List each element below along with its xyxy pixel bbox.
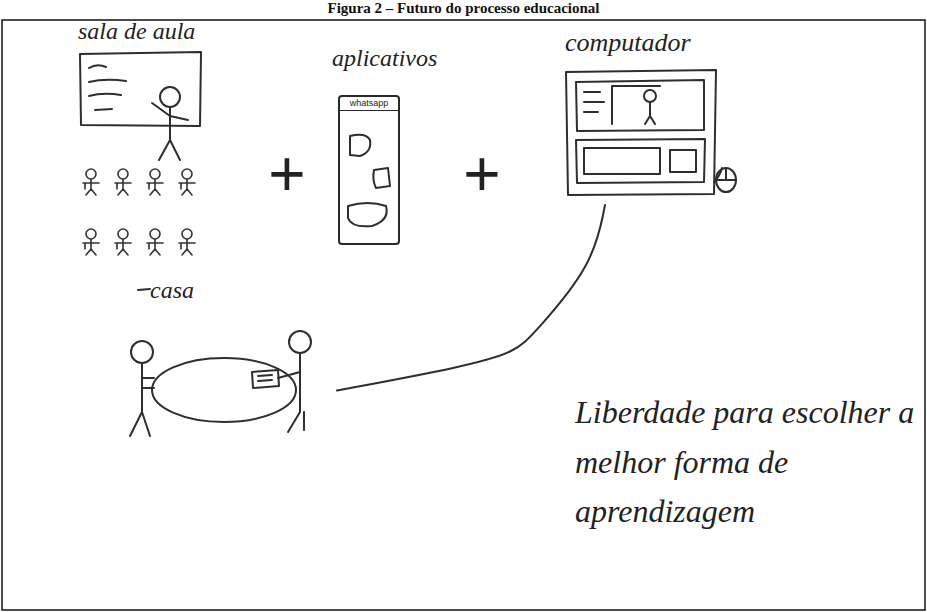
app-blob: [350, 135, 370, 156]
teacher-figure: [152, 87, 188, 160]
screen-text: [584, 86, 660, 124]
classroom-sketch: sala de aula: [70, 18, 220, 266]
person-left: [130, 341, 154, 436]
mouse-buttons: [716, 168, 736, 180]
board-scribbles: [89, 65, 126, 110]
sketch-heading: aplicativos: [332, 45, 437, 73]
screen-window: [576, 80, 704, 131]
app-name: whatsapp: [340, 97, 398, 111]
figure-title: Figura 2 – Futuro do processo educaciona…: [0, 0, 927, 17]
conclusion-note: Liberdade para escolher a melhor forma d…: [575, 388, 915, 537]
mouse: [716, 168, 736, 192]
monitor: [566, 70, 716, 195]
screen-figure: [644, 90, 656, 124]
plus-sign: +: [262, 138, 312, 212]
table: [152, 358, 296, 422]
dash-mark: [138, 289, 150, 290]
sketch-heading: casa: [150, 277, 194, 305]
plus-sign: +: [457, 138, 507, 212]
screen-panels: [576, 139, 705, 183]
bracket-connector: [337, 205, 605, 391]
sketch-heading: sala de aula: [78, 18, 195, 46]
computer-sketch: computador: [560, 28, 740, 203]
students: [83, 169, 195, 255]
frame: [2, 20, 925, 610]
person-right: [278, 331, 311, 432]
tablet: [252, 370, 279, 388]
phone-sketch: aplicativoswhatsapp: [338, 95, 400, 245]
blackboard: [80, 52, 201, 126]
app-blob: [373, 168, 390, 188]
home-sketch: casa: [115, 275, 335, 440]
app-blob: [348, 203, 387, 226]
sketch-heading: computador: [565, 28, 691, 58]
